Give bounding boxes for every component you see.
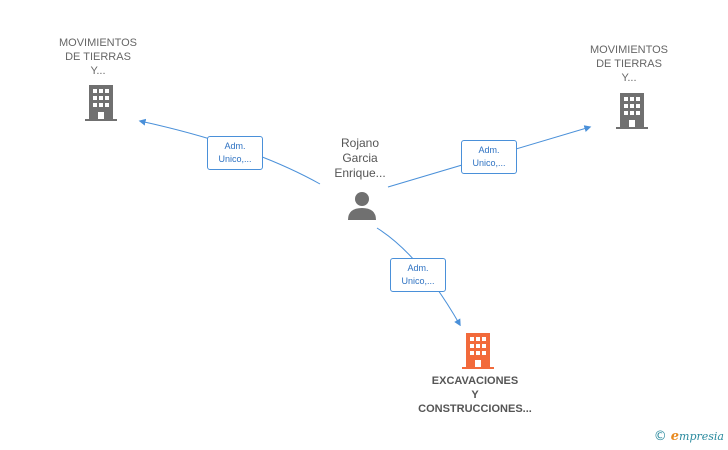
company-right-line1: MOVIMIENTOS	[589, 44, 669, 56]
company-right-label[interactable]: MOVIMIENTOS DE TIERRAS Y...	[579, 43, 679, 85]
edge-label-right-line1: Adm.	[478, 145, 500, 155]
person-line2: Garcia	[342, 151, 378, 165]
person-line3: Enrique...	[334, 166, 386, 180]
person-line1: Rojano	[340, 136, 380, 150]
company-right-line3: Y...	[621, 72, 637, 84]
company-main-label[interactable]: EXCAVACIONES Y CONSTRUCCIONES...	[405, 374, 545, 416]
building-icon[interactable]	[85, 85, 117, 121]
copyright-symbol: ©	[653, 429, 667, 444]
edge-label-left-line1: Adm.	[224, 141, 246, 151]
edge-label-main-line1: Adm.	[407, 263, 429, 273]
company-main-line1: EXCAVACIONES	[431, 375, 519, 387]
edge-label-main[interactable]: Adm. Unico,...	[390, 258, 446, 292]
company-left-line1: MOVIMIENTOS	[58, 37, 138, 49]
company-right-line2: DE TIERRAS	[596, 58, 662, 70]
edge-label-main-line2: Unico,...	[401, 276, 435, 286]
building-icon[interactable]	[616, 93, 648, 129]
company-left-line3: Y...	[90, 65, 106, 77]
edge-label-left-line2: Unico,...	[218, 154, 252, 164]
building-icon[interactable]	[462, 333, 494, 369]
company-left-line2: DE TIERRAS	[65, 51, 131, 63]
brand-initial: e	[670, 429, 680, 444]
company-main-line3: CONSTRUCCIONES...	[418, 403, 532, 415]
company-left-label[interactable]: MOVIMIENTOS DE TIERRAS Y...	[48, 36, 148, 78]
brand-name: mpresia	[679, 430, 724, 443]
person-label[interactable]: Rojano Garcia Enrique...	[320, 136, 400, 181]
person-icon[interactable]	[347, 190, 377, 220]
edge-label-right-line2: Unico,...	[472, 158, 506, 168]
brand-footer[interactable]: ©empresia	[654, 429, 724, 444]
company-main-line2: Y	[471, 389, 479, 401]
edge-label-right[interactable]: Adm. Unico,...	[461, 140, 517, 174]
edge-label-left[interactable]: Adm. Unico,...	[207, 136, 263, 170]
